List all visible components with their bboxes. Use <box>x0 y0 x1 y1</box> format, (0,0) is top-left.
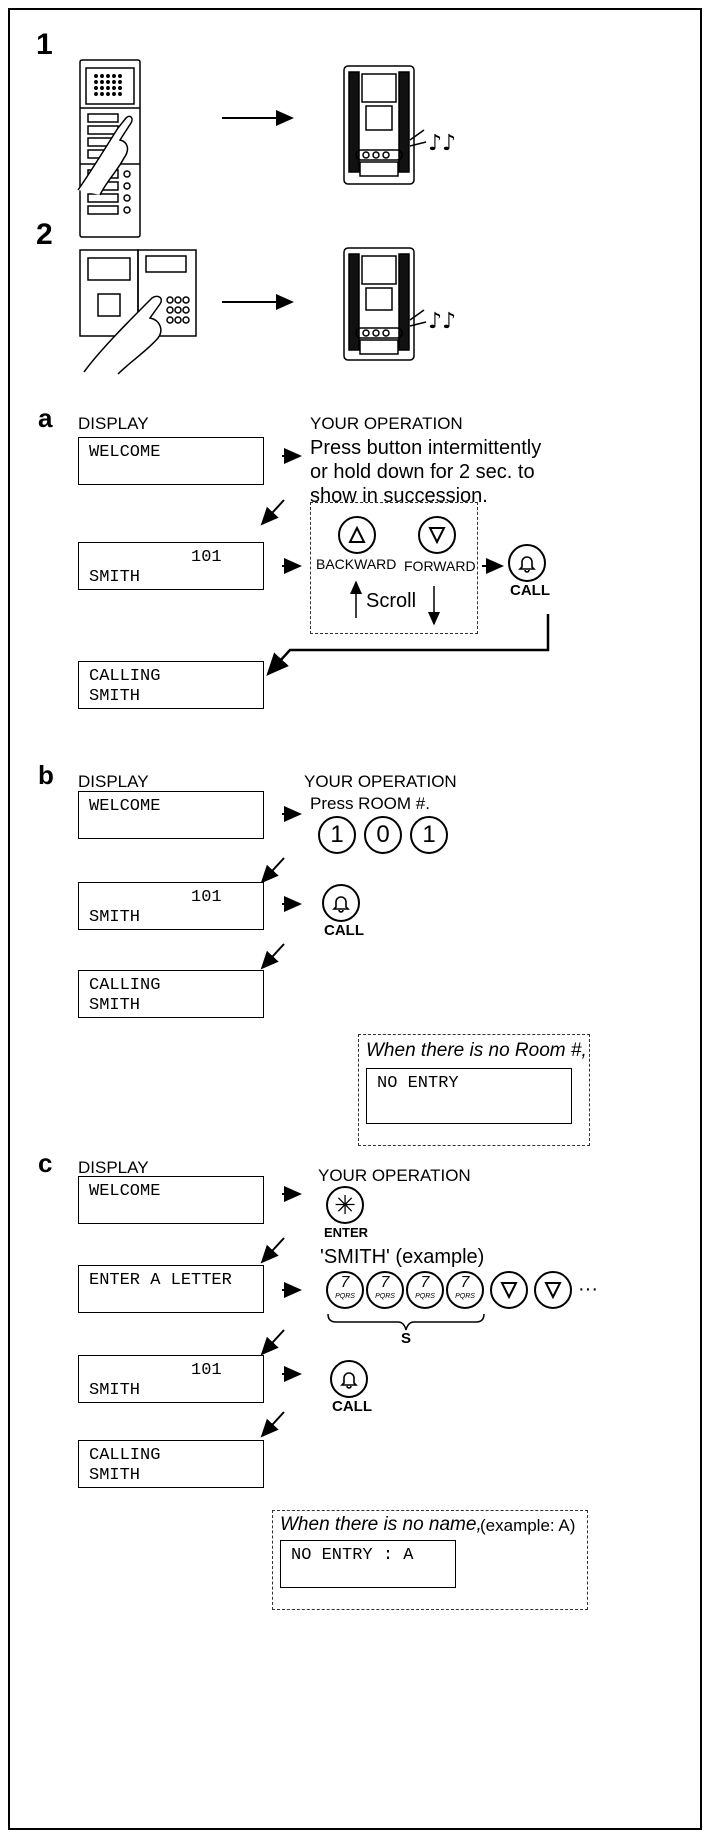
page-frame <box>8 8 702 1830</box>
key-7-digit: 7 <box>340 1274 350 1291</box>
call-button-c[interactable] <box>330 1360 368 1398</box>
forward-button-c-2[interactable] <box>534 1271 572 1309</box>
monitor-illustration-1: ♪♪ <box>343 65 456 185</box>
keypad-panel-illustration <box>79 249 197 375</box>
lcd-calling-a: CALLING SMITH <box>78 661 264 709</box>
no-room-note-box <box>358 1034 590 1146</box>
key-7-digit: 7 <box>460 1274 470 1291</box>
svg-text:♪♪: ♪♪ <box>428 131 456 156</box>
key-7-digit: 7 <box>380 1274 390 1291</box>
enter-label: ENTER <box>324 1225 369 1240</box>
asterisk-icon: ✳ <box>334 1190 356 1220</box>
instruction-a-line-2: or hold down for 2 sec. to <box>310 461 535 483</box>
lcd-welcome-a: WELCOME <box>78 437 264 485</box>
instruction-a-line-1: Press button intermittently <box>310 437 542 459</box>
key-7-2[interactable]: 7 PQRS <box>366 1271 404 1309</box>
forward-label: FORWARD <box>404 558 476 574</box>
step-1-number: 1 <box>36 28 53 61</box>
ellipsis: ··· <box>578 1278 598 1300</box>
svg-text:♪♪: ♪♪ <box>428 309 456 334</box>
backward-button[interactable] <box>338 516 376 554</box>
call-button-b[interactable] <box>322 884 360 922</box>
call-label-b: CALL <box>324 922 364 939</box>
monitor-illustration-2: ♪♪ <box>343 247 456 361</box>
instruction-a: Press button intermittently or hold down… <box>310 436 541 508</box>
lcd-welcome-b: WELCOME <box>78 791 264 839</box>
scroll-buttons-box <box>310 502 478 634</box>
key-7-letters: PQRS <box>335 1293 355 1300</box>
no-name-note-box <box>272 1510 588 1610</box>
no-name-example: (example: A) <box>480 1516 576 1535</box>
display-label-b: DISPLAY <box>78 772 149 791</box>
no-room-note: When there is no Room #, <box>366 1040 587 1061</box>
bell-icon <box>340 1372 358 1389</box>
section-b-label: b <box>38 760 54 790</box>
brace-letter-s: S <box>401 1330 412 1347</box>
digit-key-1[interactable]: 1 <box>318 816 356 854</box>
scroll-label: Scroll <box>366 590 417 612</box>
smith-example-label: 'SMITH' (example) <box>320 1246 485 1268</box>
display-label-c: DISPLAY <box>78 1158 149 1177</box>
lcd-no-entry: NO ENTRY <box>366 1068 572 1124</box>
key-7-1[interactable]: 7 PQRS <box>326 1271 364 1309</box>
digit-key-0[interactable]: 0 <box>364 816 402 854</box>
lcd-welcome-c: WELCOME <box>78 1176 264 1224</box>
lcd-no-entry-a: NO ENTRY : A <box>280 1540 456 1588</box>
lcd-room-a: 101 SMITH <box>78 542 264 590</box>
key-7-letters: PQRS <box>455 1293 475 1300</box>
your-operation-label-b: YOUR OPERATION <box>304 772 457 791</box>
triangle-down-icon <box>544 1282 562 1300</box>
triangle-down-icon <box>500 1282 518 1300</box>
section-c-label: c <box>38 1148 53 1178</box>
instruction-a-line-3: show in succession. <box>310 485 488 507</box>
backward-label: BACKWARD <box>316 556 397 572</box>
no-name-note: When there is no name, <box>280 1514 482 1535</box>
forward-button-c-1[interactable] <box>490 1271 528 1309</box>
key-7-3[interactable]: 7 PQRS <box>406 1271 444 1309</box>
section-a-label: a <box>38 403 53 433</box>
lcd-calling-b: CALLING SMITH <box>78 970 264 1018</box>
key-7-letters: PQRS <box>415 1293 435 1300</box>
key-7-digit: 7 <box>420 1274 430 1291</box>
instruction-b: Press ROOM #. <box>310 794 430 813</box>
triangle-up-icon <box>348 525 366 543</box>
your-operation-label-a: YOUR OPERATION <box>310 414 463 433</box>
lcd-room-c: 101 SMITH <box>78 1355 264 1403</box>
lcd-room-b: 101 SMITH <box>78 882 264 930</box>
digit-key-1-second[interactable]: 1 <box>410 816 448 854</box>
bell-icon <box>518 556 536 573</box>
triangle-down-icon <box>428 527 446 545</box>
lcd-enter-letter: ENTER A LETTER <box>78 1265 264 1313</box>
call-label-c: CALL <box>332 1398 372 1415</box>
call-button-a[interactable] <box>508 544 546 582</box>
step-2-number: 2 <box>36 218 53 251</box>
bell-icon <box>332 896 350 913</box>
enter-button[interactable]: ✳ <box>326 1186 364 1224</box>
your-operation-label-c: YOUR OPERATION <box>318 1166 471 1185</box>
key-7-letters: PQRS <box>375 1293 395 1300</box>
entrance-panel-illustration <box>77 59 141 238</box>
lcd-calling-c: CALLING SMITH <box>78 1440 264 1488</box>
call-label-a: CALL <box>510 582 550 599</box>
forward-button[interactable] <box>418 516 456 554</box>
display-label-a: DISPLAY <box>78 414 149 433</box>
key-7-4[interactable]: 7 PQRS <box>446 1271 484 1309</box>
